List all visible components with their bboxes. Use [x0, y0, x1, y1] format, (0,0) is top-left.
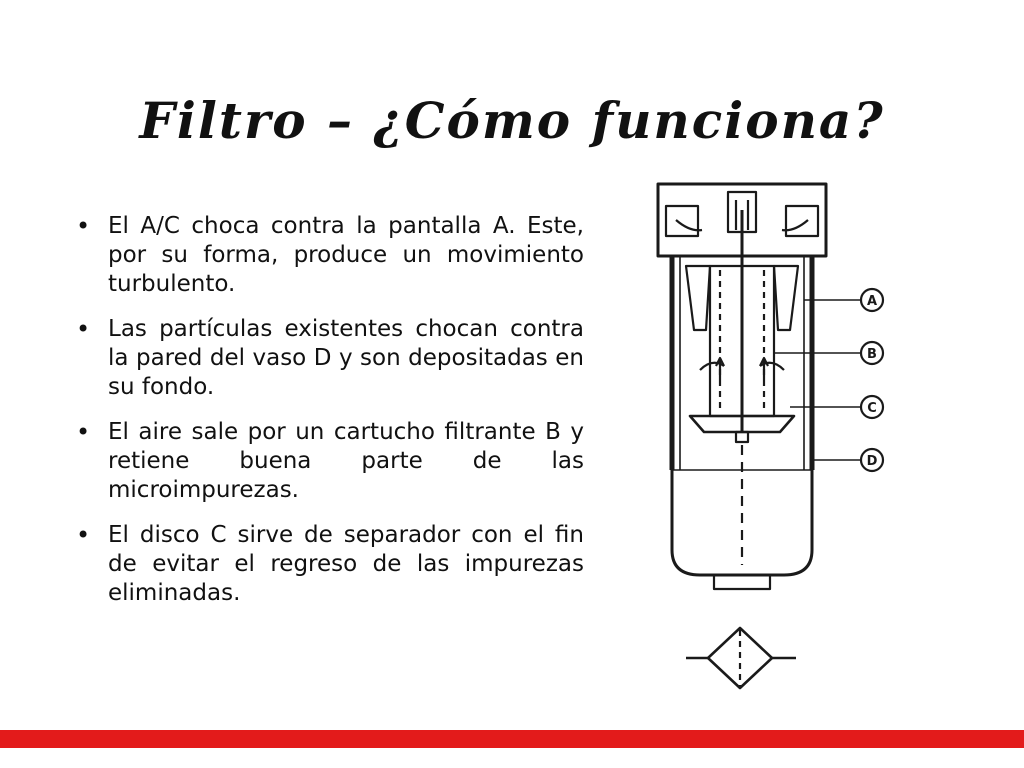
bottom-accent-bar	[0, 730, 1024, 748]
bullet-text: Las partículas existentes chocan contra …	[108, 316, 584, 400]
diagram-label-a: A	[867, 294, 877, 309]
bullet-item: • El A/C choca contra la pantalla A. Est…	[74, 212, 584, 299]
bullet-text: El aire sale por un cartucho filtrante B…	[108, 419, 584, 503]
separator-disk-c	[688, 414, 796, 434]
diagram-label-c: C	[867, 401, 877, 416]
diagram-label-d: D	[867, 454, 878, 469]
filter-cross-section-diagram: A B C D	[656, 182, 885, 690]
label-circle-a	[859, 287, 885, 313]
label-circle-b	[859, 340, 885, 366]
label-circle-d	[859, 447, 885, 473]
drain-valve	[712, 573, 772, 591]
inlet-port	[664, 204, 700, 238]
bullet-dot: •	[76, 315, 91, 343]
outlet-port	[784, 204, 820, 238]
bullet-item: • El disco C sirve de separador con el f…	[74, 521, 584, 608]
slide-title: Filtro – ¿Cómo funciona?	[139, 90, 885, 150]
bullet-text: El A/C choca contra la pantalla A. Este,…	[108, 213, 584, 297]
diagram-label-b: B	[867, 347, 877, 362]
filter-symbol	[706, 626, 774, 690]
bullet-text: El disco C sirve de separador con el fin…	[108, 522, 584, 606]
deflector-a	[684, 264, 712, 332]
bowl-upper-wall	[669, 256, 815, 470]
label-circle-c	[859, 394, 885, 420]
bullet-dot: •	[76, 418, 91, 446]
bullet-list: • El A/C choca contra la pantalla A. Est…	[74, 212, 584, 624]
bullet-item: • Las partículas existentes chocan contr…	[74, 315, 584, 402]
bullet-dot: •	[76, 521, 91, 549]
bullet-item: • El aire sale por un cartucho filtrante…	[74, 418, 584, 505]
bullet-dot: •	[76, 212, 91, 240]
